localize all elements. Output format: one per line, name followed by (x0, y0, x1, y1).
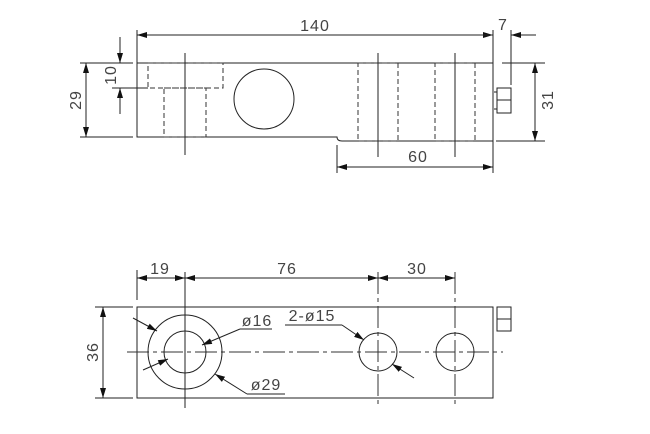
side-view: 140 7 29 10 31 60 (68, 17, 557, 173)
dim-30: 30 (407, 261, 427, 278)
dim-19: 19 (150, 261, 170, 278)
connector (494, 87, 512, 114)
label-2-dia-15: 2-ø15 (289, 308, 336, 325)
dim-10: 10 (103, 65, 120, 85)
dim-31: 31 (540, 90, 557, 110)
plan-view: 19 76 30 36 ø16 ø29 2-ø15 (85, 261, 512, 408)
dim-60: 60 (408, 149, 428, 166)
label-dia-29: ø29 (251, 377, 282, 394)
connector (496, 306, 512, 332)
strain-hole (233, 68, 295, 130)
dim-76: 76 (277, 261, 297, 278)
mount-hole (435, 332, 475, 372)
counterbore-circle (147, 314, 223, 390)
bore-circle (163, 330, 207, 374)
dim-29: 29 (68, 90, 85, 110)
mount-hole (358, 332, 398, 372)
body-outline (136, 62, 494, 142)
dim-140: 140 (300, 18, 330, 35)
dim-36: 36 (85, 342, 102, 362)
dim-7: 7 (498, 17, 508, 34)
label-dia-16: ø16 (242, 313, 273, 330)
